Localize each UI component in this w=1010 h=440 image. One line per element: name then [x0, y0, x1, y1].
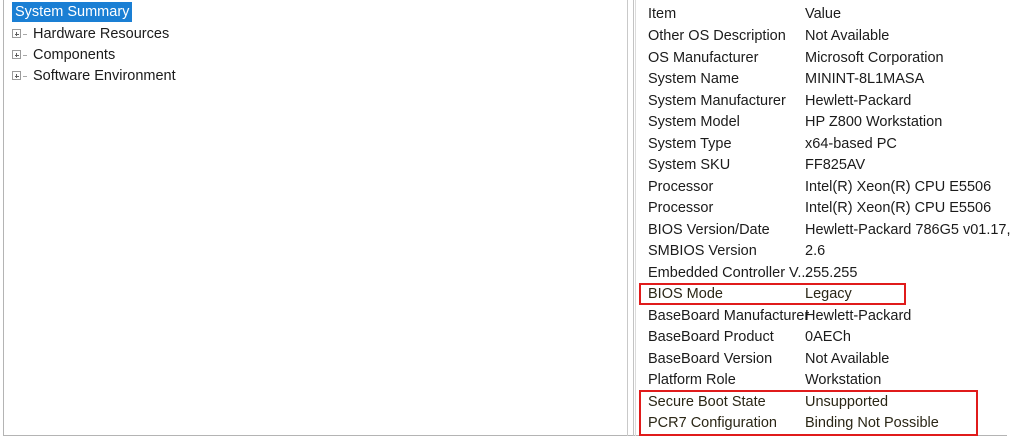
tree-item-label: Software Environment [33, 68, 176, 84]
detail-row[interactable]: System Model HP Z800 Workstation [637, 112, 1010, 133]
detail-item-name: Other OS Description [648, 28, 786, 44]
window-border-bottom [3, 435, 1007, 436]
detail-item-name: Processor [648, 200, 714, 216]
detail-item-value: Hewlett-Packard [805, 93, 912, 109]
detail-row[interactable]: BIOS Version/Date Hewlett-Packard 786G5 v… [637, 220, 1010, 241]
detail-row[interactable]: BaseBoard Product 0AECh [637, 327, 1010, 348]
detail-item-name: Secure Boot State [648, 394, 766, 410]
detail-item-value: Binding Not Possible [805, 415, 939, 431]
tree-item-system-summary[interactable]: System Summary [12, 2, 133, 22]
detail-item-value: 255.255 [805, 265, 858, 281]
detail-item-value: MININT-8L1MASA [805, 71, 925, 87]
tree-item-hardware-resources[interactable]: Hardware Resources [12, 24, 172, 44]
detail-item-name: Embedded Controller V... [648, 265, 810, 281]
tree-item-software-environment[interactable]: Software Environment [12, 66, 179, 86]
tree-connector-line [23, 34, 27, 35]
column-header-value: Value [805, 6, 842, 22]
detail-item-name: PCR7 Configuration [648, 415, 777, 431]
pane-divider-inner [633, 0, 634, 436]
detail-row[interactable]: System Name MININT-8L1MASA [637, 69, 1010, 90]
detail-item-name: System Type [648, 136, 732, 152]
tree-connector-line [23, 55, 27, 56]
detail-item-name: System Model [648, 114, 740, 130]
detail-row[interactable]: BaseBoard Version Not Available [637, 349, 1010, 370]
detail-item-value: Workstation [805, 372, 882, 388]
detail-item-value: Hewlett-Packard 786G5 v01.17, 8/ [805, 222, 1010, 238]
detail-item-name: SMBIOS Version [648, 243, 757, 259]
detail-item-value: 0AECh [805, 329, 851, 345]
detail-row[interactable]: SMBIOS Version 2.6 [637, 241, 1010, 262]
pane-divider-shadow [635, 0, 636, 436]
detail-item-value: Not Available [805, 28, 890, 44]
pane-divider[interactable] [627, 0, 628, 436]
tree-item-label: Components [33, 47, 116, 63]
detail-item-value: Unsupported [805, 394, 889, 410]
detail-item-value: x64-based PC [805, 136, 897, 152]
detail-item-name: OS Manufacturer [648, 50, 759, 66]
detail-item-name: Processor [648, 179, 714, 195]
detail-item-value: 2.6 [805, 243, 826, 259]
detail-item-name: System Manufacturer [648, 93, 786, 109]
column-header-item: Item [648, 6, 677, 22]
detail-item-name: BaseBoard Product [648, 329, 774, 345]
detail-row[interactable]: PCR7 Configuration Binding Not Possible [637, 413, 1010, 434]
detail-item-value: Intel(R) Xeon(R) CPU E5506 [805, 179, 992, 195]
tree-connector-line [23, 76, 27, 77]
detail-row[interactable]: BIOS Mode Legacy [637, 284, 1010, 305]
detail-item-value: FF825AV [805, 157, 866, 173]
detail-row[interactable]: Processor Intel(R) Xeon(R) CPU E5506 [637, 177, 1010, 198]
detail-item-name: Platform Role [648, 372, 736, 388]
detail-item-value: Microsoft Corporation [805, 50, 944, 66]
detail-row[interactable]: Other OS Description Not Available [637, 26, 1010, 47]
tree-item-label: System Summary [12, 2, 133, 22]
detail-item-value: Intel(R) Xeon(R) CPU E5506 [805, 200, 992, 216]
detail-row[interactable]: System Manufacturer Hewlett-Packard [637, 91, 1010, 112]
detail-item-name: BIOS Version/Date [648, 222, 770, 238]
detail-item-name: System Name [648, 71, 740, 87]
detail-row[interactable]: OS Manufacturer Microsoft Corporation [637, 48, 1010, 69]
detail-header-row: Item Value [637, 4, 1010, 25]
tree-item-components[interactable]: Components [12, 45, 118, 65]
window-border-left [3, 0, 4, 436]
detail-row[interactable]: System Type x64-based PC [637, 134, 1010, 155]
plus-box-icon[interactable] [12, 71, 21, 80]
detail-item-value: Legacy [805, 286, 852, 302]
detail-row[interactable]: Platform Role Workstation [637, 370, 1010, 391]
detail-row[interactable]: Embedded Controller V...255.255 [637, 263, 1010, 284]
plus-box-icon[interactable] [12, 29, 21, 38]
tree-item-label: Hardware Resources [33, 26, 170, 42]
detail-row[interactable]: System SKU FF825AV [637, 155, 1010, 176]
detail-item-value: Hewlett-Packard [805, 308, 912, 324]
detail-item-name: BaseBoard Manufacturer [648, 308, 810, 324]
plus-box-icon[interactable] [12, 50, 21, 59]
detail-item-name: System SKU [648, 157, 731, 173]
detail-row[interactable]: Processor Intel(R) Xeon(R) CPU E5506 [637, 198, 1010, 219]
detail-item-value: HP Z800 Workstation [805, 114, 943, 130]
detail-item-value: Not Available [805, 351, 890, 367]
detail-item-name: BIOS Mode [648, 286, 723, 302]
detail-row[interactable]: Secure Boot State Unsupported [637, 392, 1010, 413]
detail-item-name: BaseBoard Version [648, 351, 773, 367]
